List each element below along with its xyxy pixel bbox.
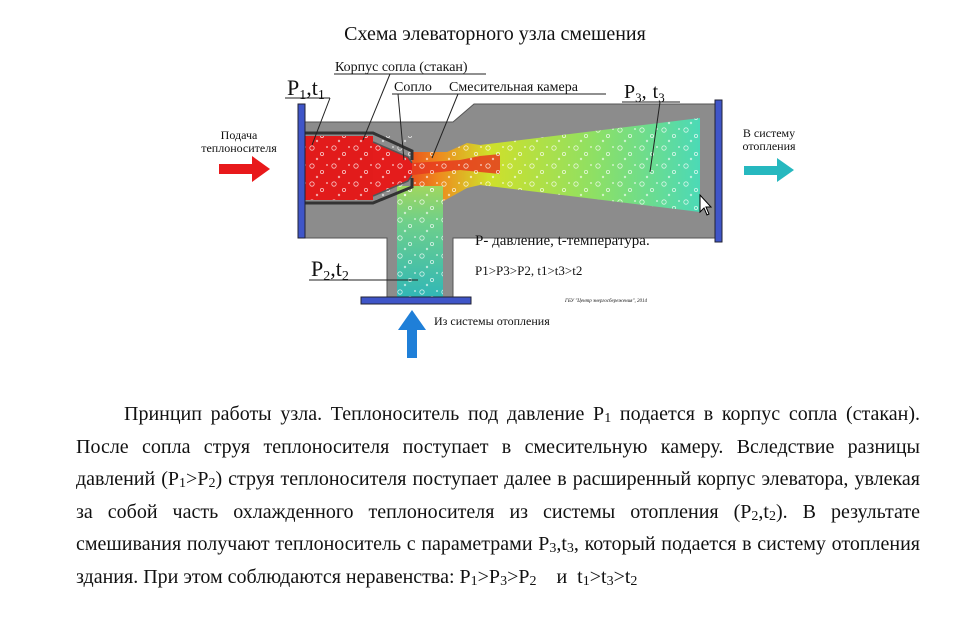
label-nozzle: Сопло	[394, 80, 432, 95]
t1-symbol: t	[312, 75, 318, 100]
p1-symbol: P	[287, 75, 299, 100]
outlet-arrow	[744, 158, 794, 182]
p1-sub: 1	[299, 88, 306, 103]
inlet-flange	[297, 103, 306, 239]
para-s4b: ,t	[556, 533, 567, 555]
p1-sep: ,	[306, 75, 312, 100]
legend-line-2: P1>P3>P2, t1>t3>t2	[475, 263, 582, 278]
para-s4: ). В результате смешивания получают тепл…	[76, 500, 920, 556]
para-s5-sub5: 3	[606, 573, 614, 589]
supply-arrow	[219, 156, 270, 182]
label-outlet-2: отопления	[742, 139, 796, 153]
para-s5e: >t	[589, 565, 607, 588]
p2-sep: ,	[330, 256, 336, 281]
label-inlet-2: теплоносителя	[201, 141, 277, 155]
para-s1: Принцип работы узла. Теплоноситель под д…	[124, 403, 605, 425]
nozzle-wall-bottom	[303, 178, 414, 205]
para-s5-sub6: 2	[630, 573, 638, 589]
nozzle-inner-top	[372, 141, 413, 164]
para-s3b: ,t	[758, 500, 769, 523]
p3-symbol: P	[624, 81, 635, 103]
label-p2-t2: P2,t2	[311, 256, 349, 284]
para-s5-sub4: 1	[582, 573, 590, 589]
label-p3-t3: P3,t3	[624, 81, 665, 105]
para-s1-sub: 1	[604, 411, 612, 426]
nozzle-inner-bottom	[372, 174, 413, 197]
t2-sub: 2	[342, 269, 349, 284]
p3-sub: 3	[635, 90, 642, 105]
legend-line-1: P- давление, t-температура.	[475, 233, 650, 249]
p2-symbol: P	[311, 256, 323, 281]
credit-text: ГБУ "Центр энергосбережения", 2014	[564, 299, 648, 304]
para-s5-sub2: 3	[500, 573, 508, 589]
label-nozzle-body: Корпус сопла (стакан)	[335, 60, 468, 75]
para-s3-sub2: 2	[768, 508, 776, 524]
label-return: Из системы отопления	[434, 314, 550, 328]
label-inlet-1: Подача	[221, 128, 258, 142]
return-arrow	[398, 310, 426, 358]
leader-lines	[285, 73, 680, 281]
para-s2-sub1: 1	[179, 476, 187, 491]
para-s5-sub1: 1	[470, 573, 478, 589]
cursor-icon	[699, 193, 713, 216]
para-s2b: >P	[186, 468, 209, 490]
bubbles-overlay-3	[397, 186, 443, 300]
t2-symbol: t	[336, 256, 342, 281]
label-p1-t1: P1,t1	[287, 75, 325, 103]
para-s2-sub2: 2	[208, 476, 216, 491]
para-s5-sub3: 2	[529, 573, 537, 589]
bubbles-overlay-2	[412, 118, 700, 212]
para-s5d: и t	[536, 565, 583, 588]
diagram-title: Схема элеваторного узла смешения	[344, 23, 646, 45]
para-s2: подается в корпус сопла (стакан). После …	[76, 403, 920, 490]
t3-sub: 3	[658, 90, 665, 105]
description-paragraph: Принцип работы узла. Теплоноситель под д…	[76, 398, 920, 593]
para-s5f: >t	[613, 565, 631, 588]
bottom-flange	[360, 296, 472, 305]
bubbles-overlay-1	[303, 136, 413, 200]
label-mixing-chamber: Смесительная камера	[449, 80, 579, 95]
para-s5b: >P	[477, 565, 501, 588]
para-s3-sub1: 2	[751, 508, 759, 524]
label-outlet-1: В систему	[743, 126, 795, 140]
para-s5: , который подается в систему отопления з…	[76, 533, 920, 588]
para-s3: ) струя теплоносителя поступает далее в …	[76, 468, 921, 523]
elevator-diagram: Схема элеваторного узла смешения	[201, 23, 796, 358]
t1-sub: 1	[318, 88, 325, 103]
t3-symbol: t	[653, 81, 659, 103]
outlet-flange	[714, 99, 723, 243]
p2-sub: 2	[323, 269, 330, 284]
para-s4-sub1: 3	[549, 541, 557, 556]
para-s5c: >P	[507, 565, 530, 588]
nozzle-wall-top	[303, 131, 414, 160]
para-s4-sub2: 3	[566, 541, 574, 556]
p3-sep: ,	[642, 81, 647, 103]
